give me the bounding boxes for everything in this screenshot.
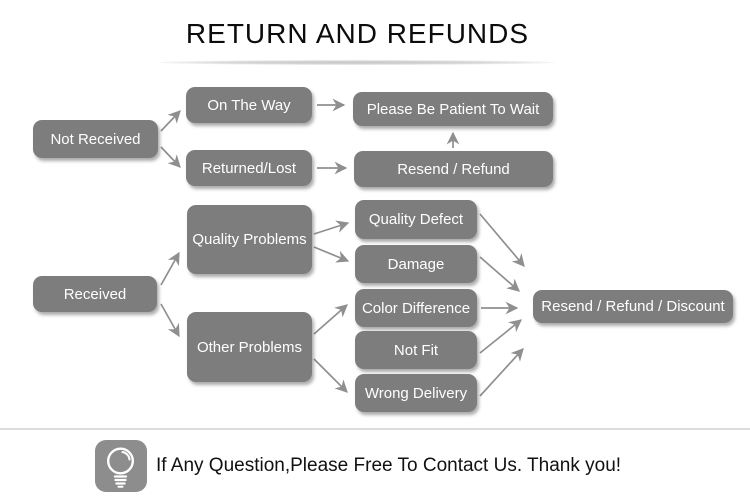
- footer-divider: [0, 428, 750, 430]
- arrow-notreceived-ontheway: [160, 110, 181, 132]
- arrow-received-qualityproblems: [160, 251, 180, 286]
- node-received: Received: [33, 276, 157, 312]
- arrow-qualityproblems-qualitydefect: [313, 220, 350, 235]
- node-please-be-patient: Please Be Patient To Wait: [353, 92, 553, 126]
- lightbulb-icon: [95, 440, 147, 492]
- node-wrong-delivery: Wrong Delivery: [355, 374, 477, 412]
- node-color-difference: Color Difference: [355, 289, 477, 327]
- node-damage: Damage: [355, 245, 477, 283]
- arrow-qualityproblems-damage: [313, 246, 350, 263]
- node-quality-problems: Quality Problems: [187, 205, 312, 274]
- node-returned-lost: Returned/Lost: [186, 150, 312, 186]
- title-divider: [158, 60, 556, 65]
- footer-message: If Any Question,Please Free To Contact U…: [156, 455, 622, 476]
- node-other-problems: Other Problems: [187, 312, 312, 382]
- arrow-notfit-discount: [479, 319, 522, 354]
- arrow-received-otherproblems: [160, 303, 180, 338]
- arrow-notreceived-returnedlost: [160, 146, 181, 168]
- arrow-damage-discount: [479, 256, 520, 292]
- arrow-otherproblems-wrongdelivery: [313, 358, 348, 393]
- node-on-the-way: On The Way: [186, 87, 312, 123]
- node-resend-refund-discount: Resend / Refund / Discount: [533, 290, 733, 323]
- arrow-qualitydefect-discount: [479, 213, 525, 267]
- page-title: RETURN AND REFUNDS: [185, 18, 530, 49]
- arrow-otherproblems-colordifference: [313, 304, 348, 335]
- node-resend-refund: Resend / Refund: [354, 151, 553, 187]
- arrow-wrongdelivery-discount: [479, 348, 524, 397]
- node-not-fit: Not Fit: [355, 331, 477, 369]
- node-not-received: Not Received: [33, 120, 158, 158]
- node-quality-defect: Quality Defect: [355, 200, 477, 239]
